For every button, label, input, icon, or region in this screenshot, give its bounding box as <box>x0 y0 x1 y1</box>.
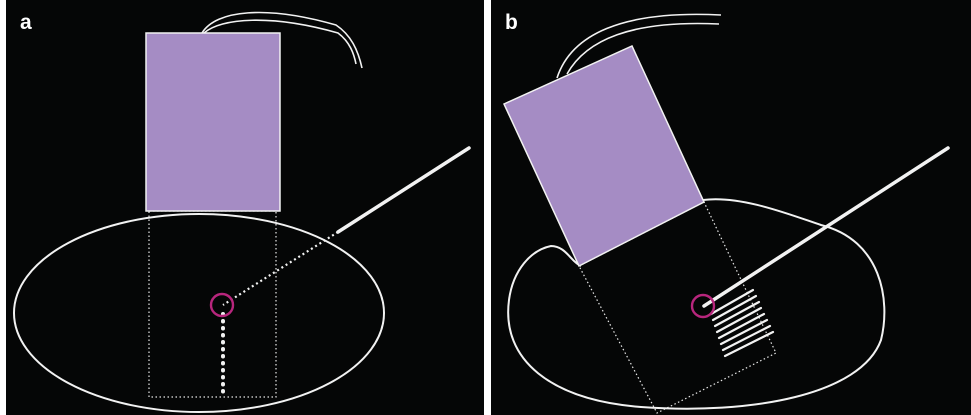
target-ring-icon <box>209 292 235 318</box>
panel-b-drawing <box>503 13 950 414</box>
panel-a-drawing <box>13 11 471 413</box>
probe-cable <box>556 13 722 79</box>
panel-b-label: b <box>505 11 518 34</box>
ultrasound-probe-icon <box>145 32 281 212</box>
needle-icon <box>336 146 471 234</box>
target-ring-icon <box>690 293 716 319</box>
body-outline <box>507 198 886 410</box>
reverberation-artifacts <box>709 288 775 358</box>
needle-icon <box>702 146 950 308</box>
probe-cable-2 <box>566 22 720 75</box>
needle-path <box>222 231 339 306</box>
panel-b: b <box>491 0 971 415</box>
ultrasound-probe-icon <box>503 45 705 268</box>
ultrasound-beam <box>578 201 777 414</box>
panel-a-label: a <box>20 11 32 34</box>
ultrasound-beam <box>148 210 277 398</box>
probe-cable <box>201 11 363 69</box>
probe-cable-2 <box>203 19 357 65</box>
panel-a: a <box>6 0 484 415</box>
body-outline <box>13 213 385 413</box>
